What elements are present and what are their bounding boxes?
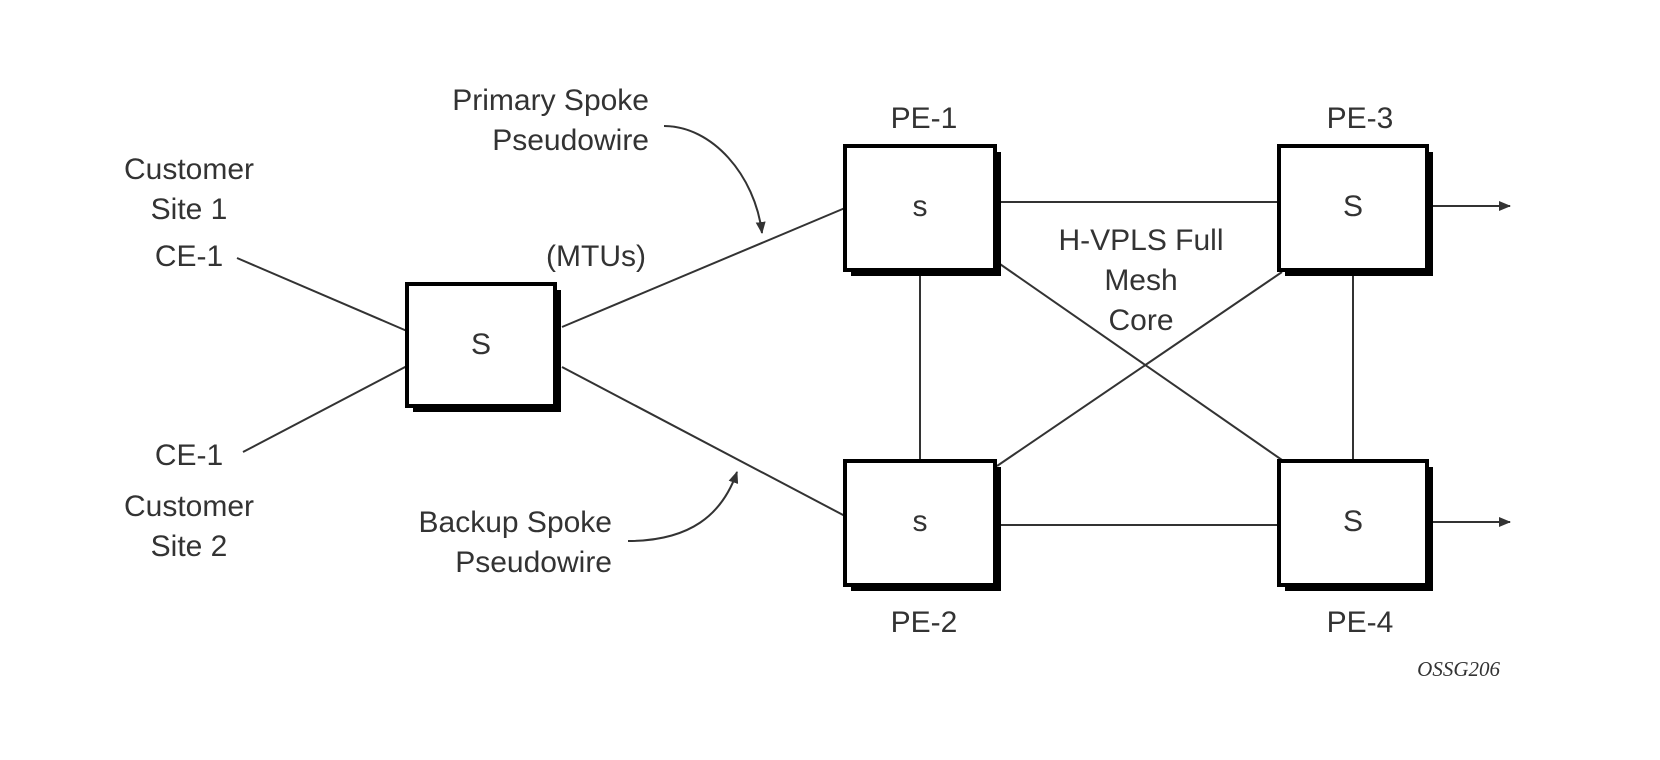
customer-site-1-line2: Site 1 — [151, 193, 228, 226]
primary-spoke-callout-arrow — [663, 125, 766, 234]
customer-site-2-line1: Customer — [124, 490, 254, 523]
pe4-switch-label: S — [1343, 505, 1363, 538]
pe4-box — [1277, 459, 1433, 591]
primary-spoke-link — [561, 207, 846, 328]
primary-spoke-line2: Pseudowire — [492, 124, 649, 157]
mtu-label: (MTUs) — [546, 240, 646, 273]
pe1-box — [843, 144, 1001, 276]
mtu-switch-label: S — [471, 328, 491, 361]
ce1-site1-link — [236, 257, 408, 332]
customer-site-1-line1: Customer — [124, 153, 254, 186]
pe2-switch-label: s — [913, 505, 928, 538]
pe1-name: PE-1 — [891, 102, 958, 135]
ce-top-label: CE-1 — [155, 240, 223, 273]
backup-spoke-line2: Pseudowire — [455, 546, 612, 579]
figure-id: OSSG206 — [1417, 657, 1500, 681]
backup-spoke-link — [561, 366, 846, 517]
mtu-switch-box — [405, 282, 561, 412]
pe3-box — [1277, 144, 1433, 276]
ce1-site2-link — [242, 365, 408, 453]
mesh-link-pe1-pe4 — [996, 261, 1283, 461]
core-label-line2: Mesh — [1104, 264, 1177, 297]
backup-spoke-callout-arrow — [627, 471, 739, 542]
customer-site-2-line2: Site 2 — [151, 530, 228, 563]
ce-bottom-label: CE-1 — [155, 439, 223, 472]
pe3-name: PE-3 — [1327, 102, 1394, 135]
core-label-line1: H-VPLS Full — [1058, 224, 1223, 257]
pe1-switch-label: s — [913, 190, 928, 223]
pe2-box — [843, 459, 1001, 591]
backup-spoke-line1: Backup Spoke — [419, 506, 612, 539]
pe4-name: PE-4 — [1327, 606, 1394, 639]
mesh-link-pe2-pe3 — [996, 271, 1283, 467]
core-label-line3: Core — [1108, 304, 1173, 337]
pe2-name: PE-2 — [891, 606, 958, 639]
pe3-switch-label: S — [1343, 190, 1363, 223]
primary-spoke-line1: Primary Spoke — [452, 84, 649, 117]
